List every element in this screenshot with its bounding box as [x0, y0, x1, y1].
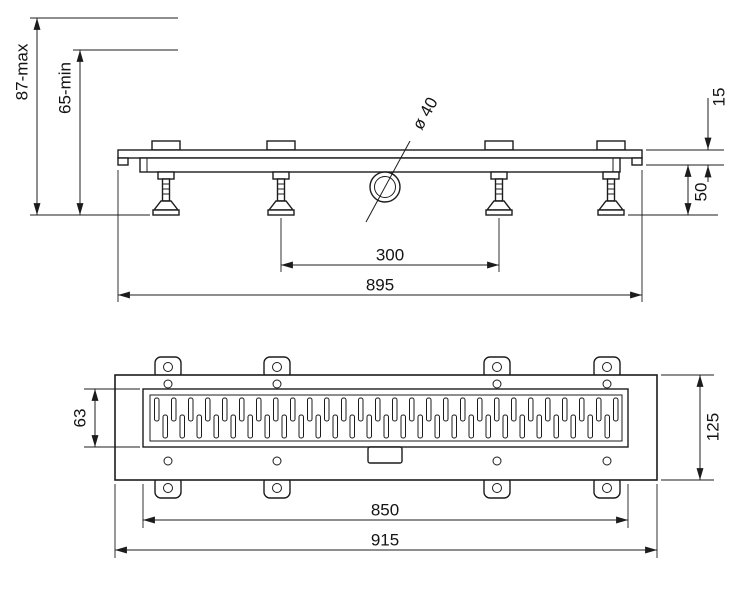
dim-overall-length: 915: [114, 484, 658, 558]
dim-height-max-label: 87-max: [12, 43, 31, 100]
flange-screw-heads: [163, 379, 612, 466]
side-view-dimensions: 87-max 65-min ø 40 15 50: [12, 17, 728, 302]
outlet-projection: [367, 446, 403, 464]
plan-view-dimensions: 63 125 850 915: [70, 374, 722, 558]
clamp-bracket: [596, 140, 626, 151]
clamp-bracket: [266, 140, 296, 151]
adjustable-foot: [267, 171, 295, 216]
dim-channel-length-label: 895: [366, 275, 394, 294]
flange-lip-right: [631, 157, 643, 166]
tab-screw-holes: [163, 362, 612, 493]
dim-grate-width: 63: [70, 388, 140, 448]
plan-view: [114, 356, 658, 499]
adjustable-foot: [152, 171, 180, 216]
adjustable-foot: [597, 171, 625, 216]
dim-height-max: 87-max: [12, 17, 178, 215]
dim-body-depth: 50: [628, 165, 718, 216]
dim-height-min-label: 65-min: [55, 62, 74, 114]
clamp-bracket: [151, 140, 181, 151]
dim-height-min: 65-min: [30, 49, 178, 216]
grate-slot-pattern: [152, 396, 620, 440]
dim-center-span: 300: [280, 218, 500, 272]
dim-edge-height-label: 15: [709, 88, 728, 107]
dim-center-span-label: 300: [376, 245, 404, 264]
dim-body-depth-label: 50: [691, 183, 710, 202]
flange-lip-left: [117, 157, 129, 166]
dim-overall-width-label: 125: [703, 413, 722, 441]
adjustable-foot: [485, 171, 513, 216]
dim-overall-width: 125: [661, 374, 722, 481]
dim-overall-length-label: 915: [371, 530, 399, 549]
dim-grate-length: 850: [142, 484, 629, 528]
dim-edge-height: 15: [646, 88, 728, 182]
dim-outlet-diameter-label: ø 40: [409, 94, 442, 133]
channel-flange: [117, 149, 643, 159]
dim-grate-length-label: 850: [371, 500, 399, 519]
clamp-bracket: [484, 140, 514, 151]
dim-channel-length: 895: [117, 170, 643, 302]
channel-body: [139, 157, 621, 173]
dim-grate-width-label: 63: [70, 409, 89, 428]
side-view: [117, 140, 643, 216]
